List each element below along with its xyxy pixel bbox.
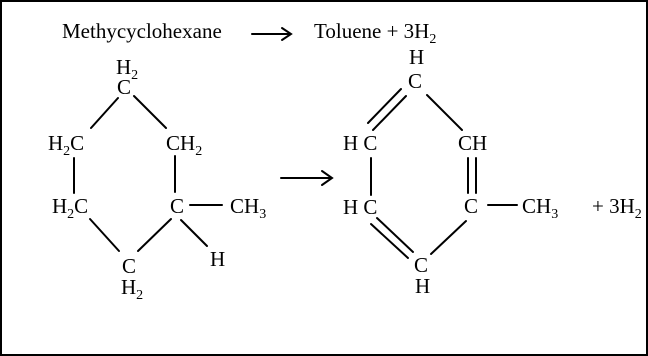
bond-top-upper-right bbox=[133, 95, 167, 129]
bond-top-upper-left-b bbox=[367, 88, 402, 124]
bond-top-upper-left-a bbox=[372, 95, 407, 131]
label-top-c: C bbox=[117, 75, 131, 99]
label-plus-3h2: + 3H2 bbox=[592, 194, 642, 222]
product-equation: Toluene + 3H2 bbox=[314, 19, 436, 47]
label-bottom-c: C bbox=[122, 254, 136, 278]
label-upper-left-h2c: H2C bbox=[48, 131, 84, 159]
bond-lower-left-bottom bbox=[89, 218, 120, 252]
label-bottom-h2: H2 bbox=[121, 275, 143, 303]
equation-arrow bbox=[251, 27, 293, 41]
label-lower-right-c: C bbox=[170, 194, 184, 218]
label-bottom-h: H bbox=[415, 274, 430, 298]
reactant-name: Methycyclohexane bbox=[62, 19, 222, 43]
bond-lower-right-bottom bbox=[137, 218, 172, 252]
bond-hydrogen bbox=[180, 219, 208, 247]
label-top-h: H bbox=[409, 45, 424, 69]
label-methyl: CH3 bbox=[522, 194, 558, 222]
label-bottom-c: C bbox=[414, 253, 428, 277]
reactant-structure: H2 C H2C CH2 H2C C CH3 H C H2 bbox=[48, 55, 266, 303]
label-lower-right-c: C bbox=[464, 194, 478, 218]
product-structure: H C H C CH H C C CH3 C H + 3H2 bbox=[343, 45, 642, 298]
bond-lower-left-bottom-b bbox=[376, 217, 414, 253]
label-hydrogen: H bbox=[210, 247, 225, 271]
bond-lower-right-bottom bbox=[430, 220, 467, 255]
label-lower-left-hc: H C bbox=[343, 195, 377, 219]
label-upper-left-hc: H C bbox=[343, 131, 377, 155]
label-top-h2: H2 bbox=[116, 55, 138, 83]
bond-top-upper-right bbox=[426, 94, 463, 131]
bond-lower-left-bottom-a bbox=[370, 223, 409, 259]
label-upper-right-ch: CH bbox=[458, 131, 487, 155]
label-top-c: C bbox=[408, 69, 422, 93]
label-lower-left-h2c: H2C bbox=[52, 194, 88, 222]
label-methyl: CH3 bbox=[230, 194, 266, 222]
reaction-arrow bbox=[280, 170, 334, 186]
bond-top-upper-left bbox=[90, 97, 119, 129]
label-upper-right-ch2: CH2 bbox=[166, 131, 202, 159]
